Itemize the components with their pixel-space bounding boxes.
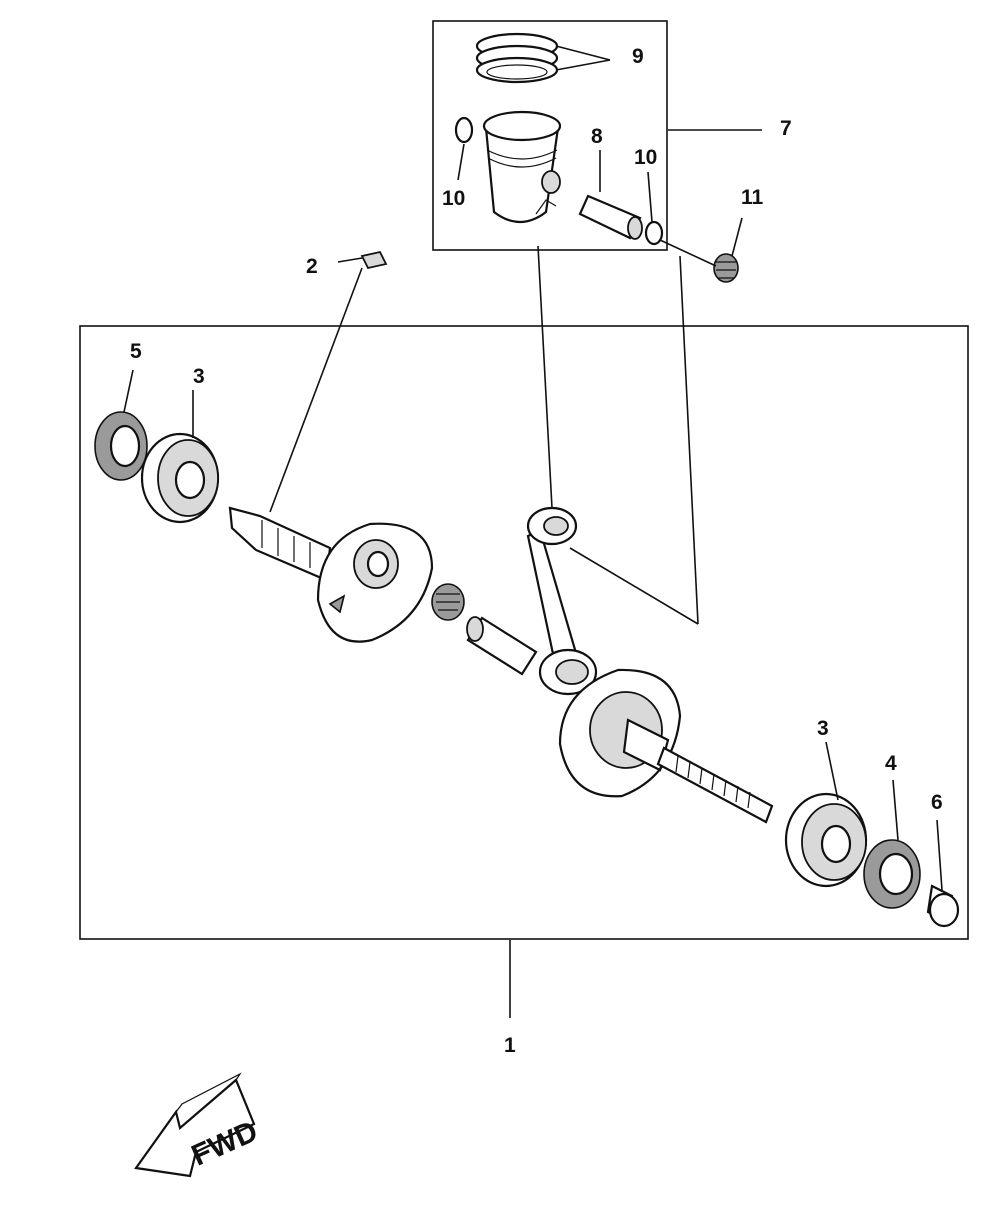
- circlip-right: [644, 220, 664, 246]
- crank-pin: [466, 616, 538, 676]
- crank-pin-bearing: [431, 583, 465, 621]
- callout-7: 7: [780, 117, 792, 140]
- callout-5: 5: [130, 340, 142, 363]
- piston: [482, 110, 562, 224]
- callout-3-right: 3: [817, 717, 829, 740]
- callout-6: 6: [931, 791, 943, 814]
- small-end-bearing: [713, 253, 739, 283]
- connecting-rod: [526, 506, 598, 696]
- crank-half-left: [228, 506, 434, 643]
- piston-assembly-frame: [432, 20, 668, 251]
- piston-pin: [578, 194, 643, 240]
- oil-seal-left: [94, 411, 148, 481]
- piston-rings: [475, 32, 559, 84]
- fwd-arrow: FWD: [134, 1072, 263, 1178]
- callout-1: 1: [504, 1034, 516, 1057]
- bearing-left: [140, 432, 220, 524]
- callout-10-right: 10: [634, 146, 657, 169]
- woodruff-key: [360, 250, 388, 270]
- crankshaft-assembly-frame: [79, 325, 969, 940]
- callout-9: 9: [632, 45, 644, 68]
- bearing-right: [784, 792, 868, 888]
- collar: [926, 884, 960, 928]
- circlip-left: [454, 116, 474, 144]
- callout-11: 11: [741, 186, 764, 209]
- callout-4: 4: [885, 752, 897, 775]
- callout-10-left: 10: [442, 187, 465, 210]
- callout-2: 2: [306, 255, 318, 278]
- oil-seal-right: [863, 839, 921, 909]
- crank-half-right: [558, 668, 774, 824]
- callout-8: 8: [591, 125, 603, 148]
- leader-lines: [123, 45, 943, 1018]
- callout-3-left: 3: [193, 365, 205, 388]
